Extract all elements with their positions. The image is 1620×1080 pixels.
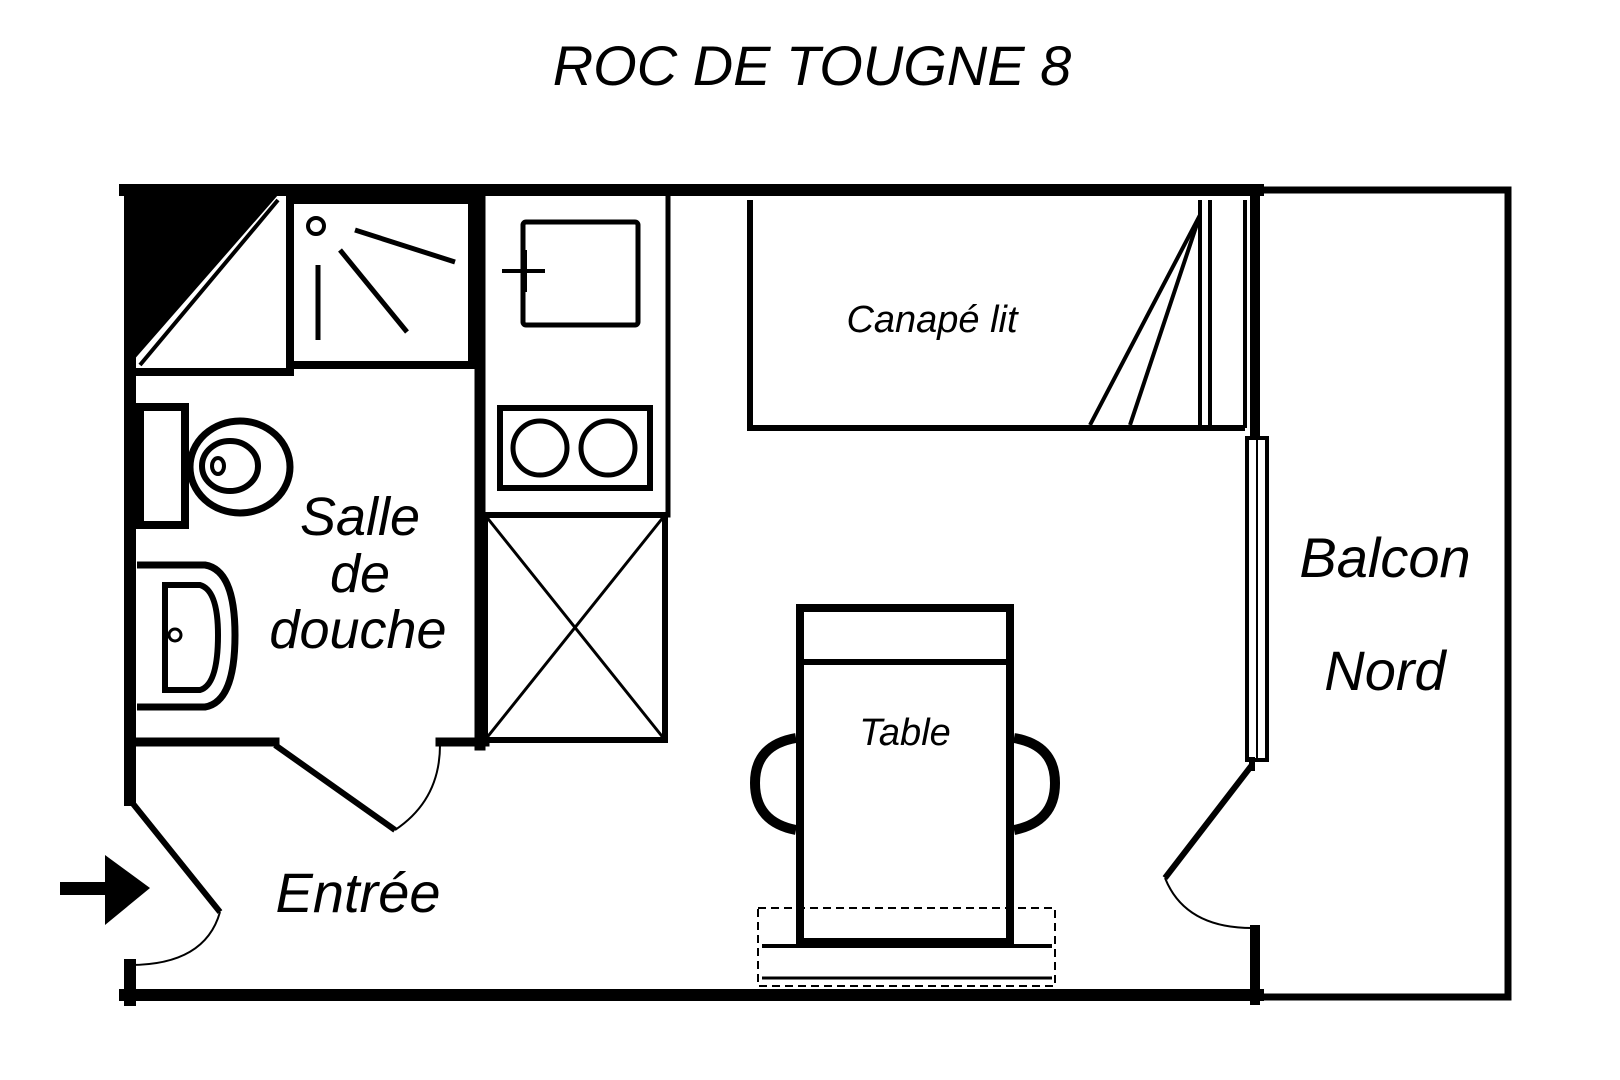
- balcony-label-1: Balcon: [1299, 526, 1470, 589]
- table-label: Table: [859, 712, 951, 754]
- entrance-label: Entrée: [276, 861, 441, 924]
- bathroom-label-2: de: [330, 544, 390, 604]
- doors: [127, 742, 1255, 966]
- washbasin: [137, 561, 239, 711]
- chair-left: [749, 733, 798, 835]
- fridge: [482, 512, 668, 743]
- window: [1245, 436, 1269, 762]
- balcony-door: [1162, 763, 1255, 880]
- kitchen: [482, 219, 668, 743]
- sink: [520, 219, 641, 328]
- sofa-bed-label: Canapé lit: [846, 299, 1019, 341]
- toilet: [136, 403, 294, 529]
- entrance-door: [127, 798, 223, 914]
- bathroom-label-3: douche: [269, 600, 446, 660]
- entrance-arrow-icon: [60, 855, 150, 925]
- plan-title: ROC DE TOUGNE 8: [553, 34, 1072, 97]
- sofa-bed: [747, 200, 1247, 431]
- balcony-label-2: Nord: [1324, 639, 1447, 702]
- duct-block: [125, 195, 278, 370]
- chair-right: [1012, 733, 1061, 835]
- dining-table: [749, 604, 1061, 987]
- hob: [497, 405, 653, 491]
- shower: [125, 195, 476, 370]
- bathroom-label-1: Salle: [300, 487, 420, 547]
